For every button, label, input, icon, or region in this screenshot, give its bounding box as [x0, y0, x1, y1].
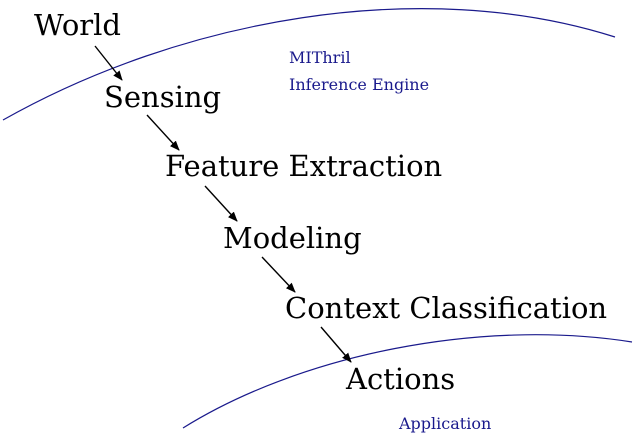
- engine-region-label-line1: MIThril: [289, 48, 351, 67]
- arrow-world-to-sensing: [94, 45, 123, 81]
- application-boundary-arc: [182, 334, 633, 429]
- arrow-modeling-to-context-classification: [261, 256, 296, 293]
- stage-world: World: [34, 8, 121, 42]
- stage-context-classification: Context Classification: [285, 291, 607, 325]
- application-region-label: Application: [398, 414, 491, 433]
- stage-feature-extraction: Feature Extraction: [165, 149, 442, 183]
- engine-boundary-arc: [2, 8, 616, 121]
- arrow-sensing-to-feature-extraction: [146, 114, 180, 151]
- arrow-feature-extraction-to-modeling: [204, 185, 238, 222]
- arrow-context-classification-to-actions: [320, 326, 352, 363]
- stage-actions: Actions: [345, 362, 455, 396]
- stage-sensing: Sensing: [104, 80, 221, 114]
- stage-modeling: Modeling: [223, 221, 362, 255]
- engine-region-label-line2: Inference Engine: [289, 75, 429, 94]
